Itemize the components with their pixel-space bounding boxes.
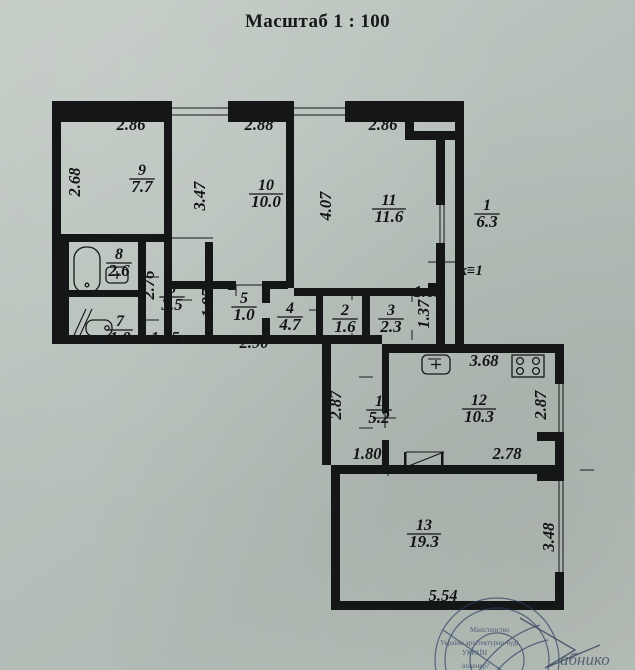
dimension-label: 3.47	[190, 181, 209, 212]
room-area: 3.5	[160, 295, 183, 314]
interior-partitions-upper	[61, 101, 436, 344]
dimension-label: 1.25	[151, 328, 180, 347]
dimension-label: 2.76	[139, 270, 158, 301]
room-label: 63.5	[159, 280, 185, 314]
dimension-label: 3.68	[469, 351, 499, 370]
stamp-text-3: УКРАЇН	[462, 649, 487, 657]
room-area: 10.0	[251, 192, 281, 211]
room-area: 5.2	[368, 408, 390, 427]
stamp-text-2: Міністерство	[470, 626, 510, 634]
plan-annotation: к≡1	[459, 263, 483, 279]
room-number: 11	[381, 192, 396, 209]
dimension-label: 1.65	[414, 282, 443, 301]
room-number: 6	[168, 280, 176, 297]
dimension-label: 1.37	[414, 299, 433, 329]
entry-door	[69, 308, 87, 345]
sink-icon	[105, 266, 129, 284]
room-number: 12	[471, 392, 487, 409]
room-number: 8	[115, 246, 123, 263]
room-area: 11.6	[375, 207, 404, 226]
dimension-label: 2.68	[65, 168, 84, 198]
room-number: 7	[116, 313, 125, 330]
room-number: 10	[258, 177, 274, 194]
room-area: 6.3	[476, 212, 498, 231]
stamp-text-1: України архітектурно-буді	[440, 639, 519, 647]
dimension-label-group: 2.86 2.88 2.86 2.68 3.47 4.07 2.76 1.97 1.25 2.90…	[65, 115, 558, 605]
kitchen-fixtures	[421, 354, 545, 378]
dimension-label: 1.97	[198, 288, 217, 318]
room-area: 1.0	[109, 328, 131, 347]
room-area: 4.7	[278, 315, 302, 334]
room-number: 2	[340, 302, 349, 319]
dimension-label: 2.88	[244, 115, 274, 134]
page-title: Масштаб 1 : 100	[244, 11, 391, 32]
bathtub-icon	[73, 246, 101, 294]
room-number: 4	[285, 300, 294, 317]
room-area: 1.0	[233, 305, 255, 324]
room-label: 82.6	[106, 246, 132, 280]
dimension-label: 2.90	[239, 333, 269, 352]
annotation-group: к≡1	[459, 263, 483, 279]
interior-door-lower	[404, 451, 445, 468]
stove-icon	[511, 354, 545, 378]
room-number: 1	[375, 393, 383, 410]
kitchen-sink-icon	[421, 354, 451, 375]
toilet-icon	[85, 319, 113, 337]
room-area: 7.7	[131, 177, 154, 196]
room-label: 21.6	[332, 302, 358, 336]
dimension-label: 2.86	[368, 115, 399, 134]
room-number: 5	[240, 290, 248, 307]
room-label: 97.7	[129, 162, 155, 196]
lower-block-walls	[322, 335, 564, 610]
stamp-signature: абнико	[560, 650, 610, 669]
official-stamp: України архітектурно-буді Міністерство У…	[434, 597, 610, 670]
dimension-label: 2.87	[531, 390, 550, 421]
dimension-label: 2.78	[492, 444, 522, 463]
room-number: 13	[416, 517, 432, 534]
dimension-label: 2.87	[326, 390, 345, 421]
room-label: 44.7	[277, 300, 303, 334]
stamp-text-4: інженер?	[462, 662, 489, 670]
room-number: 3	[386, 302, 395, 319]
room-label: 71.0	[107, 313, 133, 347]
room-area: 10.3	[464, 407, 494, 426]
bathroom-fixtures	[69, 246, 129, 345]
dimension-label: 4.07	[316, 191, 335, 222]
exterior-walls	[52, 101, 464, 345]
dimension-label: 1.80	[353, 444, 382, 463]
room-area: 2.6	[107, 261, 130, 280]
room-area: 19.3	[409, 532, 439, 551]
room-number: 9	[138, 162, 146, 179]
room-area: 1.6	[334, 317, 356, 336]
room-number: 1	[483, 197, 491, 214]
dimension-label: 5.54	[429, 586, 458, 605]
room-label: 15.2	[366, 393, 392, 427]
room-label: 51.0	[231, 290, 257, 324]
dimension-ticks	[145, 276, 594, 476]
dimension-label: 3.48	[539, 523, 558, 553]
dimension-label: 2.86	[116, 115, 147, 134]
room-label: 16.3	[474, 197, 500, 231]
room-area: 2.3	[379, 317, 402, 336]
room-label: 32.3	[378, 302, 404, 336]
